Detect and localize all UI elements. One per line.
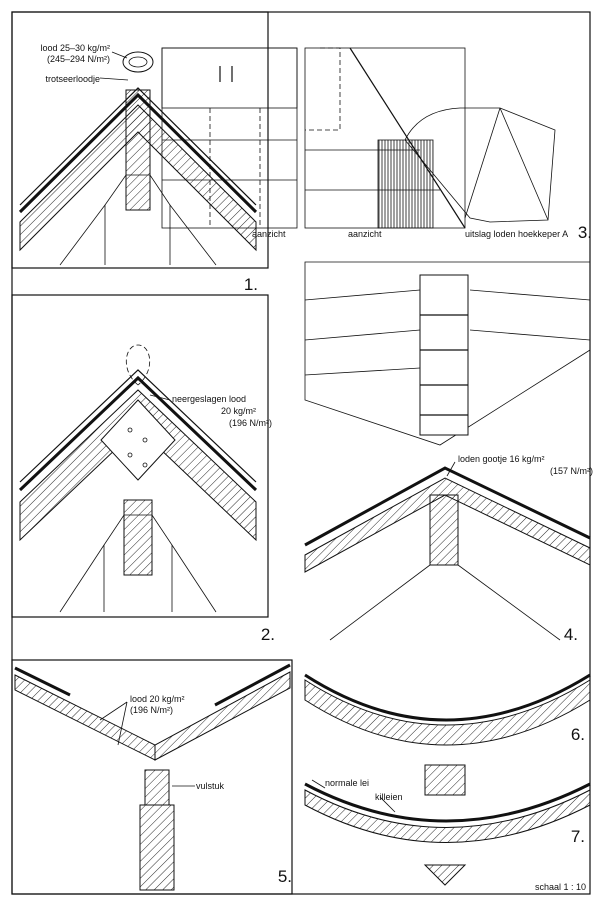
figure-number-6: 6. [571,725,585,744]
fig2-slate-layer [18,375,258,492]
fig6-valley-post [424,764,466,796]
figure-1-elevation: aanzicht [161,47,298,239]
figure-3-hip-elevation: aanzicht [304,47,466,239]
slate-hip-outline [304,261,591,446]
figure-2-panel [11,294,269,618]
fig7-valley-post [423,864,467,886]
fig2-bolt-2 [142,437,148,443]
fig7-slate-leader [311,779,326,789]
figure-number-3: 3. [578,223,592,242]
figure-number-4: 4. [564,625,578,644]
fig6-valley-boards [304,679,591,746]
figure-5-valley-lead: lood 20 kg/m² (196 N/m²) vulstuk 5. [11,659,293,895]
fig5-right-slates [214,663,291,707]
figure-number-7: 7. [571,827,585,846]
unfold-fold-1 [464,107,501,219]
scale-label: schaal 1 : 10 [535,882,586,892]
lead-leader [111,51,128,59]
fig1-clip-label: trotseerloodje [45,74,100,84]
fig2-bolt-1 [127,427,133,433]
figure-3-unfolding: uitslag loden hoekkeper A 3. [404,107,592,242]
fig5-filler-label: vulstuk [196,781,225,791]
fig5-post [139,804,175,891]
unfold-outline [404,107,556,223]
clip-leader [99,77,129,81]
fig4-ridge-post [429,494,459,566]
slate-row-right-2 [469,329,591,341]
fig5-lead-label-2: (196 N/m²) [130,705,173,715]
figure-2-folded-lead-ridge: neergeslagen lood 20 kg/m² (196 N/m²) 2. [11,294,275,644]
fig2-rafter-left [59,544,105,613]
fig3-lead-strip [377,139,434,229]
figure-4-lead-gutter-ridge: loden gootje 16 kg/m² (157 N/m²) 4. [304,454,593,644]
rafter-line-left [59,204,106,266]
fig3-view-label: aanzicht [348,229,382,239]
fig2-roll-outline [125,344,151,386]
fig1-lead-label-2: (245–294 N/m²) [47,54,110,64]
fig7-slate-label: normale lei [325,778,369,788]
fig5-filler [144,769,170,806]
fig4-rafter-right [457,564,561,641]
fig2-lead-label-3: (196 N/m²) [229,418,272,428]
fig2-ridge-post [123,499,153,576]
lead-roll-core [128,56,148,68]
fig7-valley-boards [304,789,591,843]
fig7-slate-course [304,782,591,823]
fig2-rafter-right [171,544,217,613]
fig6-slate-course [304,673,591,722]
fig2-leader [149,394,171,401]
slate-row-left-3 [304,367,421,376]
fig5-left-slope [14,674,156,761]
figure-5-panel [11,659,293,895]
fig4-gutter-label-2: (157 N/m²) [550,466,593,476]
fig5-right-slope [154,671,291,761]
hip-slates-strip [419,274,469,436]
figure-7-slate-valley: normale lei killeien 7. [304,778,591,886]
lead-sheet [19,87,257,206]
fig4-slate-layer [304,466,591,547]
fig1-lead-label-1: lood 25–30 kg/m² [40,43,110,53]
figure-number-2: 2. [261,625,275,644]
fig2-lead-label-1: neergeslagen lood [172,394,246,404]
fig3-hidden-lines [305,47,341,131]
fig4-gutter-label-1: loden gootje 16 kg/m² [458,454,545,464]
fig4-roof-boards [304,477,591,573]
lead-roll [122,51,154,73]
fig2-rafter-outline [103,514,173,612]
fig3-unfold-label: uitslag loden hoekkeper A [465,229,568,239]
slate-hip-view [304,261,591,446]
fig4-rafter-left [329,564,431,641]
fig3-hip-line [349,47,466,229]
slate-row-left-1 [304,289,421,301]
fig7-valley-slate-label: killeien [375,792,403,802]
fig2-lead-label-2: 20 kg/m² [221,406,256,416]
fig1-view-label: aanzicht [252,229,286,239]
fig4-leader [446,461,456,477]
fig2-ridge-board [100,399,176,481]
fig2-bolt-3 [127,452,133,458]
figure-number-5: 5. [278,867,292,886]
fig5-lead-label-1: lood 20 kg/m² [130,694,185,704]
ridge-post [125,89,151,211]
slate-row-left-2 [304,329,421,341]
figure-6-rounded-valley: 6. [304,673,591,796]
fig5-left-slates [14,666,71,697]
fig5-leader-1 [99,701,128,721]
slate-row-right-1 [469,289,591,301]
fig7-valley-leader [379,796,396,813]
fig2-bolt-4 [142,462,148,468]
rafter-line-right [169,204,217,266]
elevation-ridge-band [161,47,298,109]
fig2-lead-sheet [19,369,257,483]
figure-1-lead-ridge-roll: lood 25–30 kg/m² (245–294 N/m²) trotseer… [11,11,269,294]
figure-number-1: 1. [244,275,258,294]
unfold-fold-2 [499,107,549,221]
fig5-leader-2 [117,701,128,746]
rafter-outline [104,174,171,265]
